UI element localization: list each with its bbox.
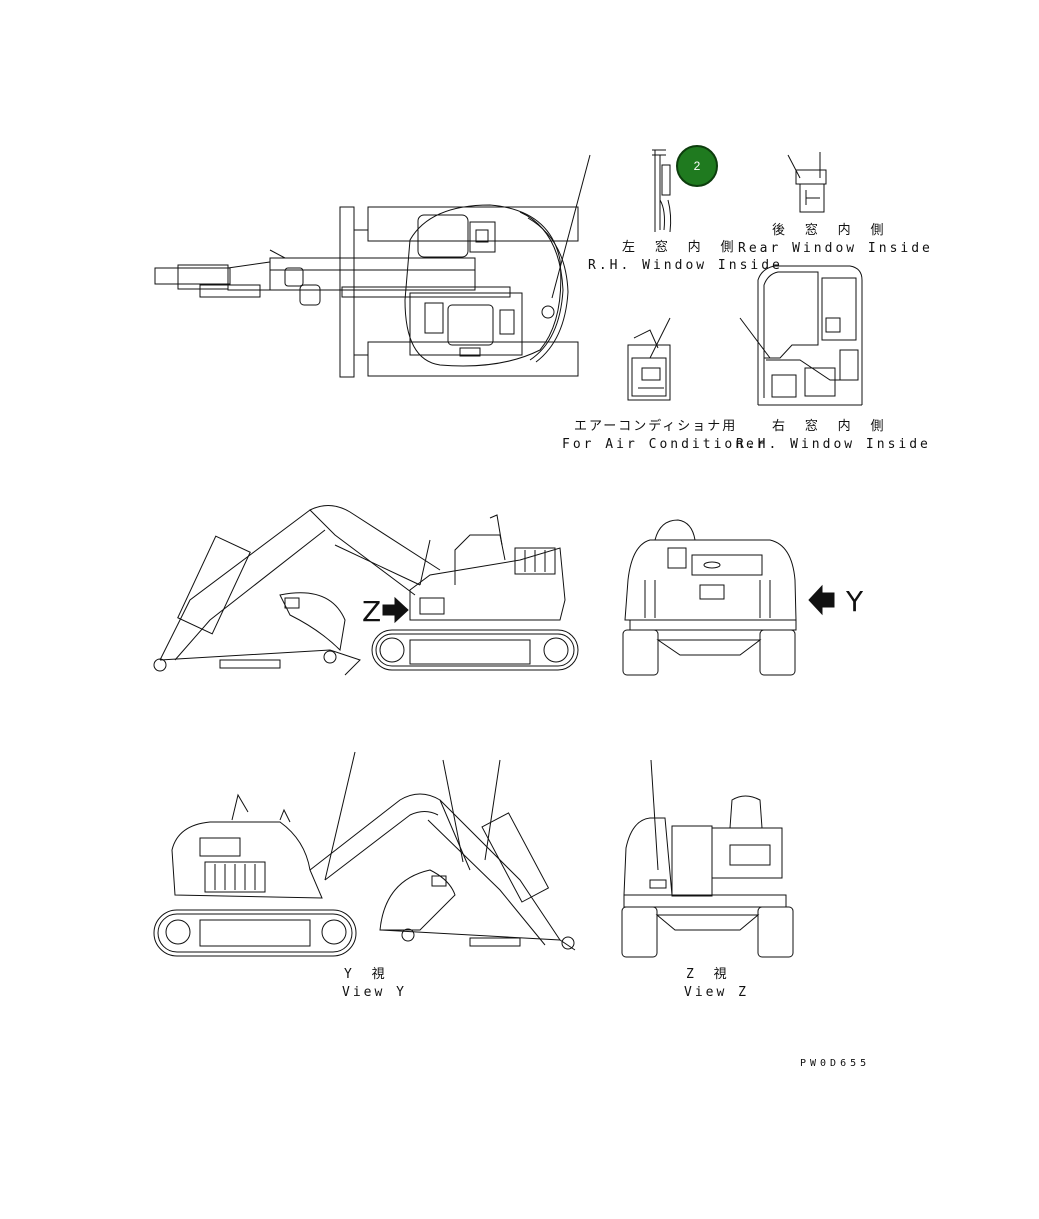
view-z-label-en: View Z bbox=[684, 985, 749, 1000]
aircon-label-jp: エアーコンディショナ用 bbox=[574, 419, 738, 434]
callout-badge: 2 bbox=[676, 145, 718, 187]
rh-window-label-en: R.H. Window Inside bbox=[736, 437, 931, 452]
arrow-z-letter: Z bbox=[362, 595, 382, 628]
rh-window-label-jp: 右 窓 内 側 bbox=[772, 419, 890, 434]
aircon-label-en: For Air Conditioner bbox=[562, 437, 768, 452]
view-y-label-en: View Y bbox=[342, 985, 407, 1000]
callout-number: 2 bbox=[693, 159, 701, 173]
lh-window-label-jp: 左 窓 内 側 bbox=[622, 240, 740, 255]
rear-window-label-jp: 後 窓 内 側 bbox=[772, 223, 890, 238]
view-y-label-jp: Y 視 bbox=[344, 967, 391, 982]
drawing-code: PW0D655 bbox=[800, 1058, 871, 1069]
rear-window-label-en: Rear Window Inside bbox=[738, 241, 933, 256]
arrow-y-letter: Y bbox=[846, 585, 864, 618]
lh-window-label-en: R.H. Window Inside bbox=[588, 258, 783, 273]
view-z-label-jp: Z 視 bbox=[686, 967, 733, 982]
